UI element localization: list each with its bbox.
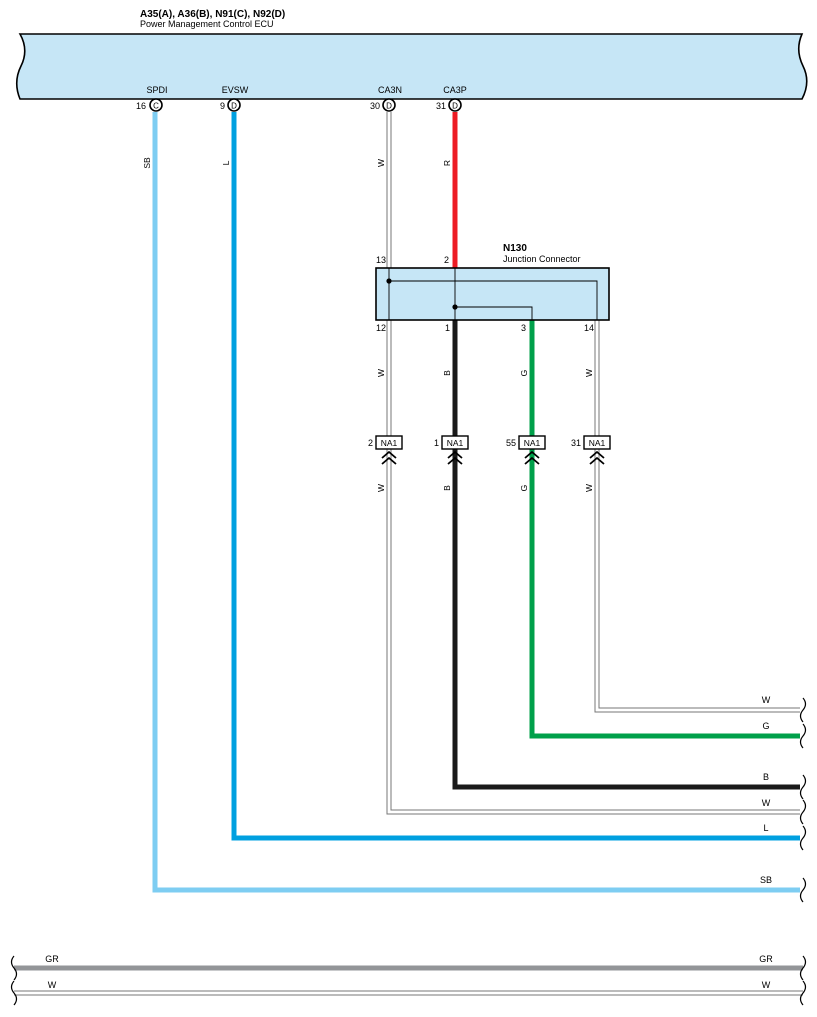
junction-splice-dot xyxy=(386,278,392,284)
junction-bottom-pin: 12 xyxy=(376,323,386,333)
na1-connector-2: 2 NA1 xyxy=(368,435,403,465)
svg-text:D: D xyxy=(386,102,392,111)
junction-top-pin: 2 xyxy=(444,255,449,265)
wire-g xyxy=(529,320,800,739)
svg-text:C: C xyxy=(153,102,159,111)
svg-text:NA1: NA1 xyxy=(381,438,398,448)
ecu-pin-ca3p: 31 D xyxy=(436,98,462,112)
junction-title: N130 xyxy=(503,243,527,254)
wire-color-label: SB xyxy=(142,157,152,169)
right-wire-label: B xyxy=(763,772,769,782)
signal-label-spdi: SPDI xyxy=(146,85,167,95)
right-wire-label: W xyxy=(762,798,771,808)
wire-w-pin14 xyxy=(594,320,800,713)
junction-internal-bus xyxy=(388,268,598,320)
junction-subtitle: Junction Connector xyxy=(503,254,581,264)
signal-label-evsw: EVSW xyxy=(222,85,249,95)
wire-color-label: L xyxy=(221,160,231,165)
svg-text:30: 30 xyxy=(370,101,380,111)
wire-color-label: W xyxy=(584,369,594,377)
bottom-wire-label-right: GR xyxy=(759,954,773,964)
junction-bottom-pin: 1 xyxy=(445,323,450,333)
right-wire-label: G xyxy=(762,721,769,731)
ecu-pin-evsw: 9 D xyxy=(220,98,241,112)
junction-box xyxy=(375,267,610,321)
svg-text:31: 31 xyxy=(571,438,581,448)
svg-text:NA1: NA1 xyxy=(447,438,464,448)
svg-text:1: 1 xyxy=(434,438,439,448)
ecu-pin-ca3n: 30 D xyxy=(370,98,396,112)
junction-top-pin: 13 xyxy=(376,255,386,265)
wire-color-label: W xyxy=(376,484,386,492)
wire-color-label: W xyxy=(376,159,386,167)
wire-color-label: G xyxy=(519,485,529,492)
na1-connector-31: 31 NA1 xyxy=(571,435,611,465)
svg-text:2: 2 xyxy=(368,438,373,448)
wire-sb xyxy=(152,112,800,893)
right-wire-label: SB xyxy=(760,875,772,885)
wire-color-label: B xyxy=(442,485,452,491)
ecu-title: A35(A), A36(B), N91(C), N92(D) xyxy=(140,9,285,20)
bottom-break-marks xyxy=(10,955,807,1006)
right-wire-label: W xyxy=(762,695,771,705)
svg-text:NA1: NA1 xyxy=(524,438,541,448)
signal-label-ca3n: CA3N xyxy=(378,85,402,95)
bottom-wire-label-right: W xyxy=(762,980,771,990)
svg-text:55: 55 xyxy=(506,438,516,448)
ecu-body xyxy=(15,33,808,100)
wire-l xyxy=(231,112,800,841)
svg-text:NA1: NA1 xyxy=(589,438,606,448)
svg-text:9: 9 xyxy=(220,101,225,111)
junction-bottom-pin: 3 xyxy=(521,323,526,333)
na1-connector-55: 55 NA1 xyxy=(506,435,546,465)
junction-bottom-pin: 14 xyxy=(584,323,594,333)
wire-color-label: B xyxy=(442,370,452,376)
ecu-subtitle: Power Management Control ECU xyxy=(140,19,274,29)
svg-text:16: 16 xyxy=(136,101,146,111)
right-wire-label: L xyxy=(763,823,768,833)
bottom-wire-label-left: W xyxy=(48,980,57,990)
right-break-marks xyxy=(799,697,807,903)
ecu-pin-spdi: 16 C xyxy=(136,98,163,112)
svg-text:31: 31 xyxy=(436,101,446,111)
wire-color-label: W xyxy=(376,369,386,377)
na1-connector-1: 1 NA1 xyxy=(434,435,469,465)
wire-color-label: W xyxy=(584,484,594,492)
svg-text:D: D xyxy=(452,102,458,111)
signal-label-ca3p: CA3P xyxy=(443,85,467,95)
junction-splice-dot xyxy=(452,304,458,310)
wire-color-label: G xyxy=(519,370,529,377)
bottom-wire-label-left: GR xyxy=(45,954,59,964)
wire-b xyxy=(452,320,800,790)
svg-text:D: D xyxy=(231,102,237,111)
wire-color-label: R xyxy=(442,160,452,166)
